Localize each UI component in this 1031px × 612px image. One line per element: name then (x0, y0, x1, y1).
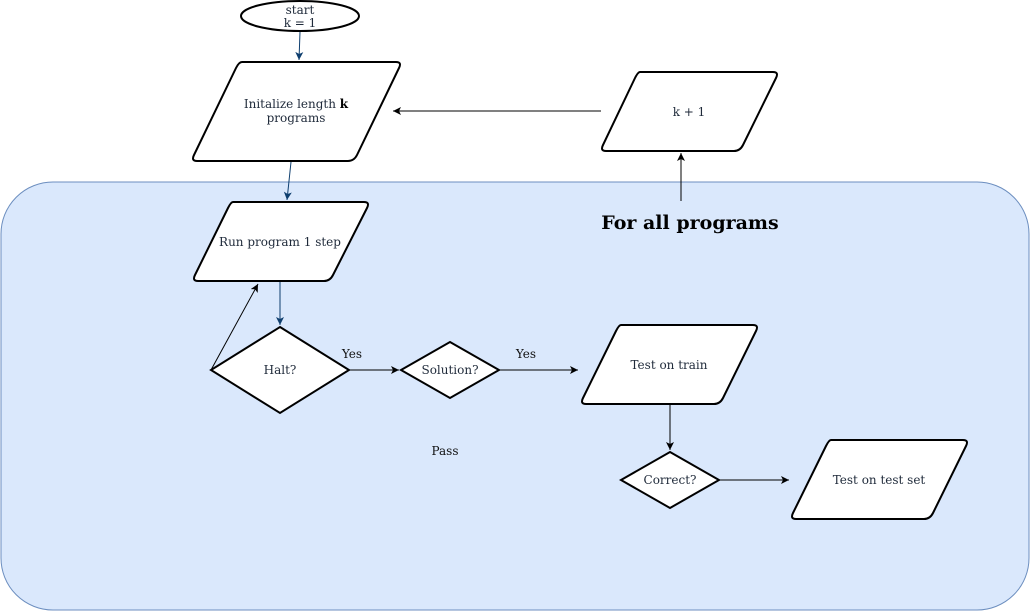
increment-label: k + 1 (673, 105, 706, 119)
correct-label: Correct? (644, 473, 697, 487)
edge-halt-loop-back (210, 283, 259, 371)
region-title: For all programs (601, 212, 779, 234)
test-on-train-node[interactable]: Test on train (581, 324, 758, 405)
solution-yes-label: Yes (515, 347, 536, 361)
run-program-node[interactable]: Run program 1 step (193, 201, 369, 282)
halt-decision[interactable]: Halt? (209, 325, 351, 415)
initialize-label-line1: Initalize length k (244, 97, 349, 111)
initialize-label-line2: programs (267, 111, 326, 125)
test-on-train-label: Test on train (630, 358, 707, 372)
solution-decision[interactable]: Solution? (398, 340, 502, 400)
correct-decision[interactable]: Correct? (618, 450, 722, 510)
pass-label: Pass (431, 444, 458, 458)
halt-yes-label: Yes (341, 347, 362, 361)
initialize-label-k: k (340, 97, 349, 111)
for-all-programs-region (0, 181, 1030, 611)
initialize-programs-node[interactable]: Initalize length k programs (192, 61, 401, 162)
test-on-test-set-node[interactable]: Test on test set (791, 439, 968, 520)
start-label-line1: start (286, 3, 315, 17)
increment-k-node[interactable]: k + 1 (601, 71, 778, 152)
solution-label: Solution? (421, 363, 478, 377)
halt-label: Halt? (264, 363, 297, 377)
edge-init-to-run (283, 161, 292, 201)
run-program-label: Run program 1 step (219, 235, 341, 249)
test-on-test-set-label: Test on test set (833, 473, 926, 487)
initialize-label-prefix: Initalize length (244, 97, 340, 111)
edge-start-to-init (295, 31, 304, 61)
start-node[interactable]: start k = 1 (240, 0, 360, 32)
start-label-line2: k = 1 (284, 16, 317, 30)
